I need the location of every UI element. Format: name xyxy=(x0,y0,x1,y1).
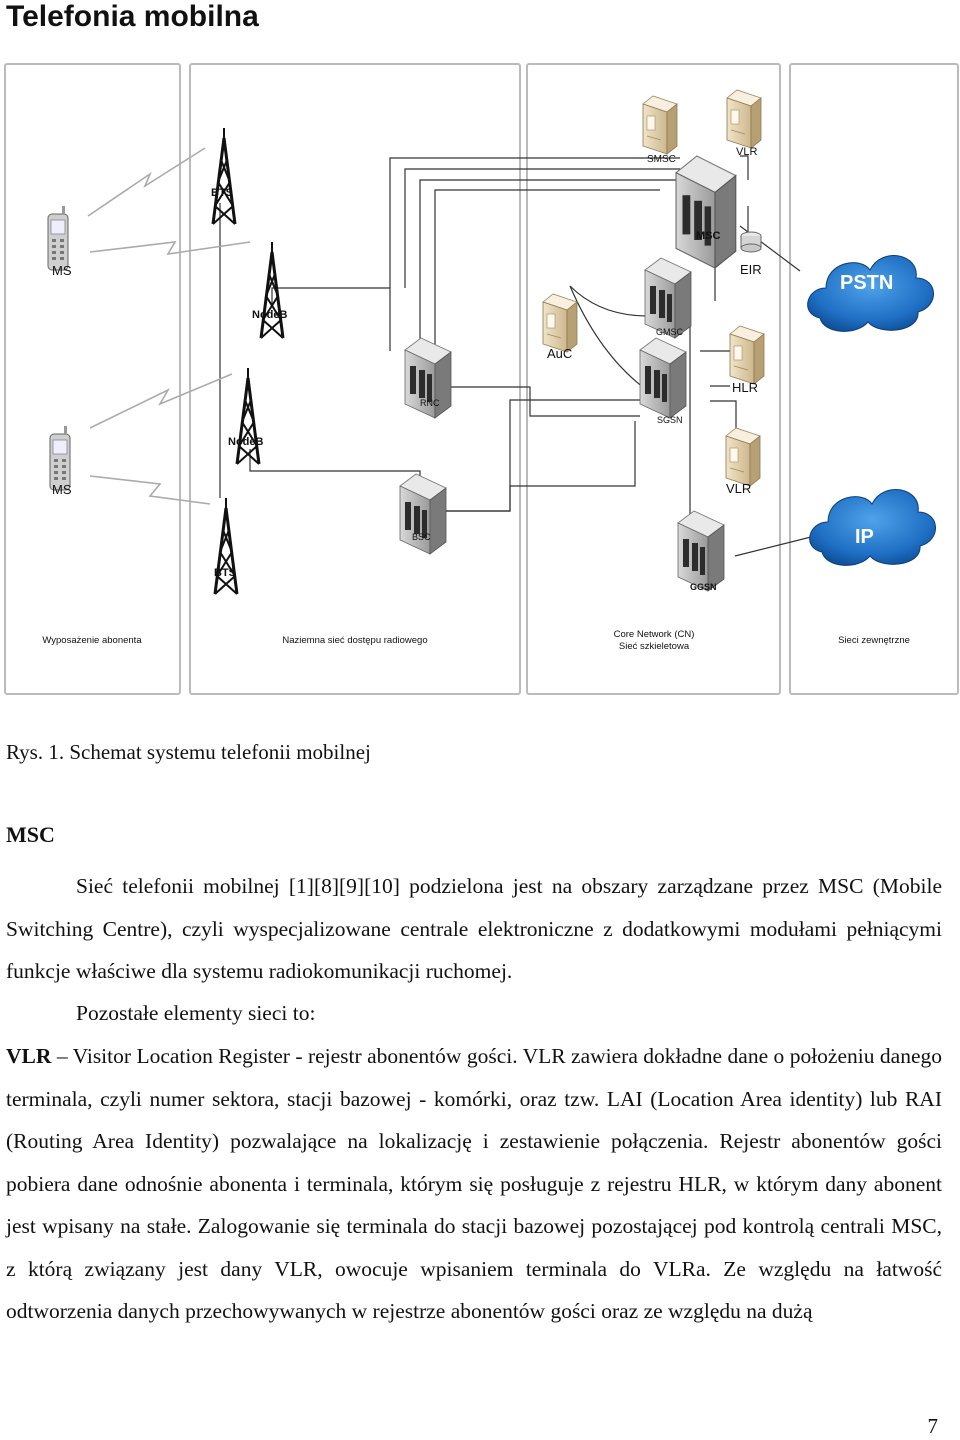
label-sgsn: SGSN xyxy=(657,415,683,425)
label-ms-bottom: MS xyxy=(52,482,72,497)
mobile-network-diagram: MS MS BTS BTS NodeB NodeB RNC BSC AuC SM… xyxy=(4,63,959,695)
label-bts-top: BTS xyxy=(211,187,233,199)
column-label-external: Sieci zewnętrzne xyxy=(838,635,910,646)
label-ms-top: MS xyxy=(52,263,72,278)
section-heading: MSC xyxy=(6,822,55,847)
page-title: Telefonia mobilna xyxy=(6,0,259,33)
label-vlr-top: VLR xyxy=(736,146,757,158)
label-smsc: SMSC xyxy=(647,154,676,165)
paragraph-2: Pozostałe elementy sieci to: xyxy=(6,992,942,1035)
paragraph-3: VLR – Visitor Location Register - rejest… xyxy=(6,1035,942,1333)
label-ggsn: GGSN xyxy=(690,582,717,592)
label-vlr-bottom: VLR xyxy=(726,481,751,496)
paragraph-3-text: – Visitor Location Register - rejestr ab… xyxy=(6,1044,942,1323)
paragraph-1-text: Sieć telefonii mobilnej [1][8][9][10] po… xyxy=(6,874,942,983)
label-hlr: HLR xyxy=(732,380,758,395)
column-label-subscriber: Wyposażenie abonenta xyxy=(42,635,142,646)
label-pstn: PSTN xyxy=(840,272,893,294)
label-gmsc: GMSC xyxy=(656,327,684,337)
label-nodeb-top: NodeB xyxy=(252,309,288,321)
label-nodeb-bottom: NodeB xyxy=(228,436,264,448)
column-label-core-line1: Core Network (CN) xyxy=(614,629,695,640)
label-eir: EIR xyxy=(740,262,762,277)
figure-caption: Rys. 1. Schemat systemu telefonii mobiln… xyxy=(6,740,371,764)
label-bts-bottom: BTS xyxy=(214,567,236,579)
label-bsc: BSC xyxy=(412,532,431,542)
page-number: 7 xyxy=(927,1414,939,1438)
label-msc: MSC xyxy=(696,230,721,242)
column-label-core-line2: Sieć szkieletowa xyxy=(619,641,690,652)
label-rnc: RNC xyxy=(420,398,440,408)
label-ip: IP xyxy=(855,526,874,548)
paragraph-2-text: Pozostałe elementy sieci to: xyxy=(76,1001,316,1025)
column-label-radio-access: Naziemna sieć dostępu radiowego xyxy=(282,635,427,646)
label-auc: AuC xyxy=(547,346,572,361)
term-vlr: VLR xyxy=(6,1044,52,1068)
paragraph-1: Sieć telefonii mobilnej [1][8][9][10] po… xyxy=(6,865,942,993)
